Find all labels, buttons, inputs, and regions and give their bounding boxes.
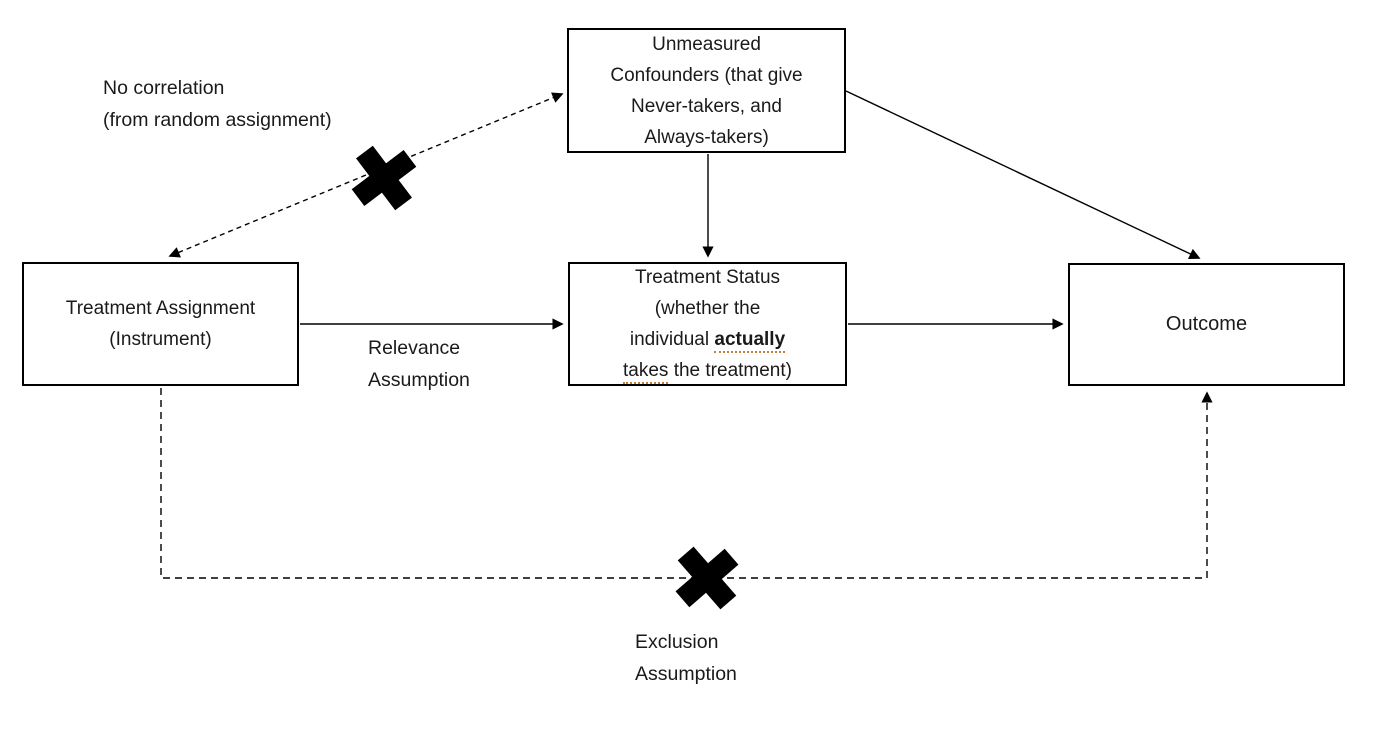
label-relevance-assumption: Relevance Assumption — [368, 337, 470, 391]
node-text-line: takes the treatment) — [623, 355, 792, 386]
node-outcome: Outcome — [1068, 263, 1345, 386]
node-text-line: Always-takers) — [644, 126, 769, 148]
node-unmeasured-confounders: Unmeasured Confounders (that give Never-… — [567, 28, 846, 153]
node-text-line: Confounders (that give — [610, 64, 803, 86]
label-exclusion-assumption: Exclusion Assumption — [635, 631, 737, 685]
x-mark-exclusion-icon — [675, 546, 739, 610]
underlined-word: takes — [623, 360, 669, 384]
node-text-line: (Instrument) — [109, 329, 212, 350]
node-treatment-status: Treatment Status (whether the individual… — [568, 262, 847, 386]
edge-exclusion-dashed — [160, 388, 1213, 579]
node-text-line: (whether the — [654, 298, 761, 319]
node-text-line: Never-takers, and — [630, 95, 782, 117]
x-mark-no-correlation-icon — [351, 145, 417, 211]
node-text-line: Unmeasured — [652, 33, 761, 55]
node-text-line: Treatment Assignment — [65, 298, 256, 319]
node-text-line: individual actually — [630, 324, 786, 355]
node-text-line: Treatment Status — [634, 267, 781, 288]
node-treatment-assignment: Treatment Assignment (Instrument) — [22, 262, 299, 386]
edge-confounders-outcome — [845, 90, 1201, 259]
node-text-line: Outcome — [1165, 313, 1248, 335]
edge-no-correlation-dashed — [168, 92, 564, 258]
label-no-correlation: No correlation (from random assignment) — [103, 77, 332, 131]
bold-underlined-word: actually — [714, 329, 786, 353]
